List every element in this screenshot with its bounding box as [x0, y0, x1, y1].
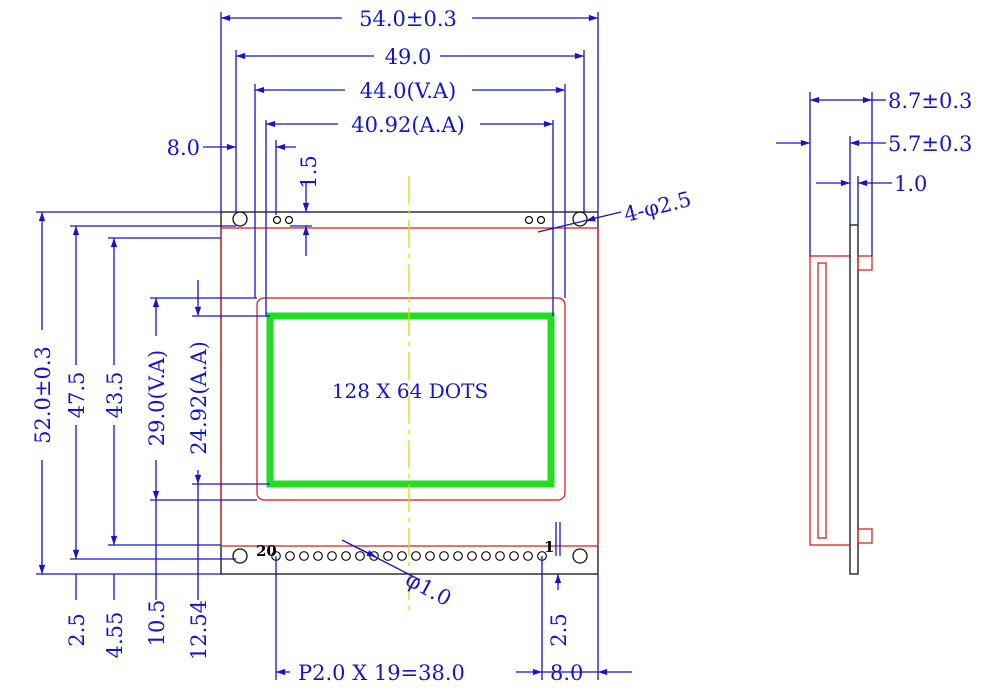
- connector-pin: [299, 551, 309, 561]
- dim-pin-pitch: P2.0 X 19=38.0: [298, 661, 465, 685]
- dim-view-area-w: 44.0(V.A): [360, 79, 456, 103]
- viewing-area: [256, 297, 566, 501]
- mount-hole-tr: [572, 211, 588, 227]
- dim-side-total: 8.7±0.3: [888, 89, 972, 113]
- dim-b-12-54: 12.54: [187, 600, 211, 660]
- dim-right-offset: 8.0: [550, 661, 583, 685]
- dim-top-small: 1.5: [297, 155, 321, 188]
- pin-20-label: 20: [256, 542, 277, 560]
- connector-pin: [397, 551, 407, 561]
- connector-pin: [341, 551, 351, 561]
- led-pad: [524, 215, 534, 225]
- led-pad: [284, 215, 294, 225]
- dim-b-10-5: 10.5: [145, 600, 169, 647]
- dim-b-2-5: 2.5: [65, 613, 89, 646]
- connector-pin: [285, 551, 295, 561]
- led-pad: [272, 215, 282, 225]
- dim-side-mid: 5.7±0.3: [888, 132, 972, 156]
- connector-pin: [439, 551, 449, 561]
- active-area: [266, 312, 555, 488]
- dim-active-area-w: 40.92(A.A): [351, 113, 465, 137]
- dim-view-area-h: 29.0(V.A): [145, 350, 169, 446]
- connector-pin: [327, 551, 337, 561]
- dim-right-2-5: 2.5: [547, 613, 571, 646]
- dim-side-pcb: 1.0: [894, 172, 927, 196]
- connector-pin: [495, 551, 505, 561]
- dots-label: 128 X 64 DOTS: [332, 379, 488, 403]
- connector-pin: [425, 551, 435, 561]
- dim-active-area-h: 24.92(A.A): [187, 341, 211, 455]
- connector-pin: [383, 551, 393, 561]
- connector-pin: [355, 551, 365, 561]
- side-pcb: [849, 224, 859, 575]
- connector-pin: [467, 551, 477, 561]
- dim-left-offset: 8.0: [167, 136, 200, 160]
- connector-pin: [509, 551, 519, 561]
- pin-1-label: 1: [544, 538, 554, 556]
- left-dimensions: 52.0±0.3 47.5 43.5 29.0(V.A) 24.92(A.A) …: [31, 211, 270, 660]
- connector-pin: [453, 551, 463, 561]
- mount-hole-tl: [232, 211, 248, 227]
- dim-43-5: 43.5: [103, 372, 127, 419]
- mount-hole-br: [572, 548, 588, 564]
- side-bezel: [809, 255, 850, 546]
- connector-pin: [313, 551, 323, 561]
- dim-width-overall: 54.0±0.3: [359, 7, 457, 31]
- mount-hole-bl: [232, 548, 248, 564]
- front-view: 20 1 128 X 64 DOTS: [220, 176, 599, 612]
- side-tab-top: [857, 255, 873, 271]
- dim-mount-holes: 4-φ2.5: [621, 187, 693, 227]
- side-view: 8.7±0.3 5.7±0.3 1.0: [776, 89, 972, 575]
- dim-b-4-55: 4.55: [103, 612, 127, 659]
- side-tab-bottom: [857, 528, 873, 544]
- connector-pin: [411, 551, 421, 561]
- connector-pin: [481, 551, 491, 561]
- connector-pin: [523, 551, 533, 561]
- pin-row: [271, 551, 547, 561]
- top-dimensions: 54.0±0.3 49.0 44.0(V.A) 40.92(A.A) 8.0 1…: [167, 7, 694, 316]
- dim-hole-pitch-h: 49.0: [385, 45, 432, 69]
- led-pad: [536, 215, 546, 225]
- dim-hole-pitch-v: 47.5: [65, 372, 89, 419]
- dim-height-overall: 52.0±0.3: [31, 346, 55, 444]
